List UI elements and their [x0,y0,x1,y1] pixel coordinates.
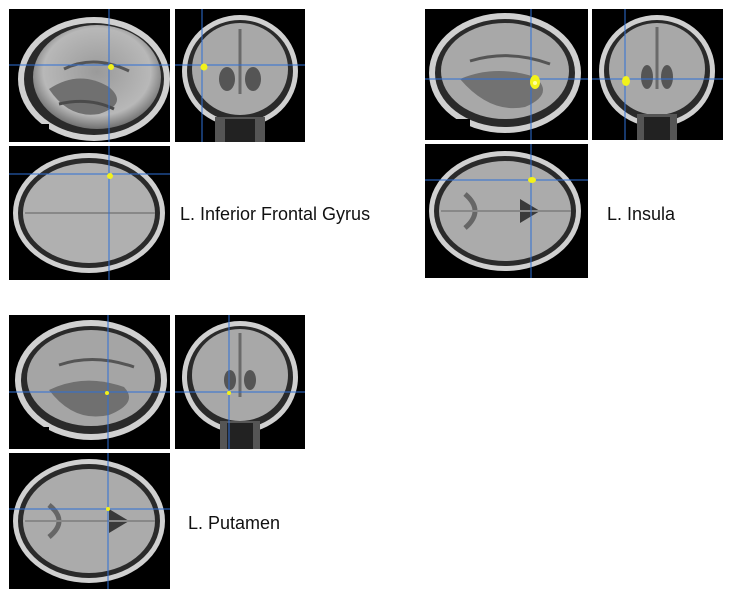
region-label-ifg: L. Inferior Frontal Gyrus [180,204,371,224]
activation-blob [200,63,208,71]
region-label-putamen: L. Putamen [188,513,281,533]
activation-blob [106,507,110,511]
insula-coronal-image [592,9,723,140]
ifg-axial-view [9,146,170,280]
ifg-sagittal-image [9,9,170,142]
insula-axial-view [425,144,588,278]
ifg-sagittal-view [9,9,170,142]
activation-blob [528,177,536,183]
insula-coronal-view [592,9,723,140]
insula-sagittal-image [425,9,588,140]
activation-blob [107,173,113,179]
activation-blob [227,391,231,395]
activation-blob [108,64,114,70]
putamen-coronal-image [175,315,305,449]
putamen-sagittal-image [9,315,170,449]
activation-blob [622,76,630,86]
ifg-coronal-view [175,9,305,142]
insula-sagittal-view [425,9,588,140]
putamen-axial-view [9,453,170,589]
region-label-insula: L. Insula [607,204,676,224]
ifg-coronal-image [175,9,305,142]
insula-axial-image [425,144,588,278]
putamen-sagittal-view [9,315,170,449]
putamen-axial-image [9,453,170,589]
activation-blob [105,391,109,395]
putamen-coronal-view [175,315,305,449]
ifg-axial-image [9,146,170,280]
